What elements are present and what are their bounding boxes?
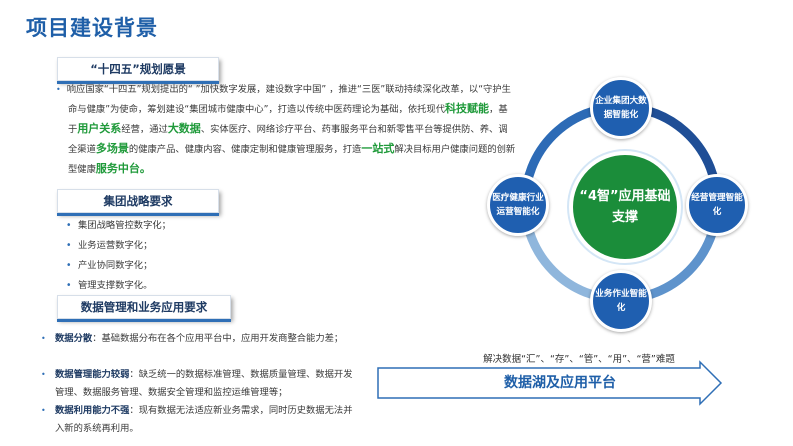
node-right: 经营管理智能化 [686, 174, 748, 236]
node-top: 企业集团大数据智能化 [590, 77, 652, 139]
highlight-text: 一站式 [361, 142, 395, 155]
data-mgmt-section-label: 数据管理和业务应用要求 [57, 295, 231, 322]
requirement-item: •数据分散：基础数据分布在各个应用平台中，应用开发商整合能力差； [41, 330, 355, 348]
list-item: •管理支撑数字化。 [66, 276, 171, 296]
requirement-item: •数据利用能力不强：现有数据无法适应新业务需求，同时历史数据无法并入新的系统再利… [41, 402, 355, 438]
caption: 解决数据“汇”、“存”、“管”、“用”、“营”难题 [483, 354, 675, 365]
bullet-icon: • [66, 220, 72, 231]
highlight-text: 服务中台。 [95, 162, 151, 175]
vision-text: 响应国家“十四五”规划提出的“ ”加快数字发展，建设数字中国” ，推进“三医”联… [67, 84, 516, 175]
highlight-text: 科技赋能 [445, 102, 490, 115]
bullet-icon: • [56, 85, 61, 94]
body-text: 、实体医疗、网络诊疗平台、药事服务平台和新零售平台等提供防、养、调全渠道 [68, 124, 508, 155]
bullet-icon: • [66, 240, 72, 251]
list-item: •产业协同数字化； [66, 256, 171, 276]
strategy-list: •集团战略管控数字化； •业务运营数字化； •产业协同数字化； •管理支撑数字化… [66, 216, 171, 296]
body-text: 解决目标用户健康问题的创新型健康 [68, 144, 516, 175]
node-left: 医疗健康行业运营智能化 [487, 174, 549, 236]
vision-paragraph: • 响应国家“十四五”规划提出的“ ”加快数字发展，建设数字中国” ，推进“三医”… [56, 80, 516, 179]
bullet-icon: • [66, 280, 72, 291]
center-node: “4智”应用基础支撑 [569, 151, 681, 263]
bullet-icon: • [41, 370, 46, 379]
body-text: 经营，通过 [121, 124, 168, 135]
list-item: •集团战略管控数字化； [66, 216, 171, 236]
arrow-label: 数据湖及应用平台 [504, 375, 616, 391]
requirement-item: •数据管理能力较弱：缺乏统一的数据标准管理、数据质量管理、数据开发管理、数据服务… [41, 366, 355, 402]
strategy-section-label: 集团战略要求 [57, 189, 219, 216]
bullet-icon: • [41, 406, 46, 415]
body-text: ，基于 [68, 104, 508, 135]
highlight-text: 大数据 [167, 122, 201, 135]
bullet-icon: • [66, 260, 72, 271]
list-item: •业务运营数字化； [66, 236, 171, 256]
body-text: 响应国家“十四五”规划提出的“ ”加快数字发展，建设数字中国” ，推进“三医”联… [66, 84, 511, 115]
bullet-icon: • [41, 334, 46, 343]
highlight-text: 多场景 [95, 142, 129, 155]
page-title: 项目建设背景 [26, 16, 158, 40]
body-text: 的健康产品、健康内容、健康定制和健康管理服务，打造 [128, 144, 362, 155]
vision-section-label: “十四五”规划愿景 [57, 57, 219, 84]
highlight-text: 用户关系 [77, 122, 122, 135]
node-bottom: 业务作业智能化 [590, 270, 652, 332]
